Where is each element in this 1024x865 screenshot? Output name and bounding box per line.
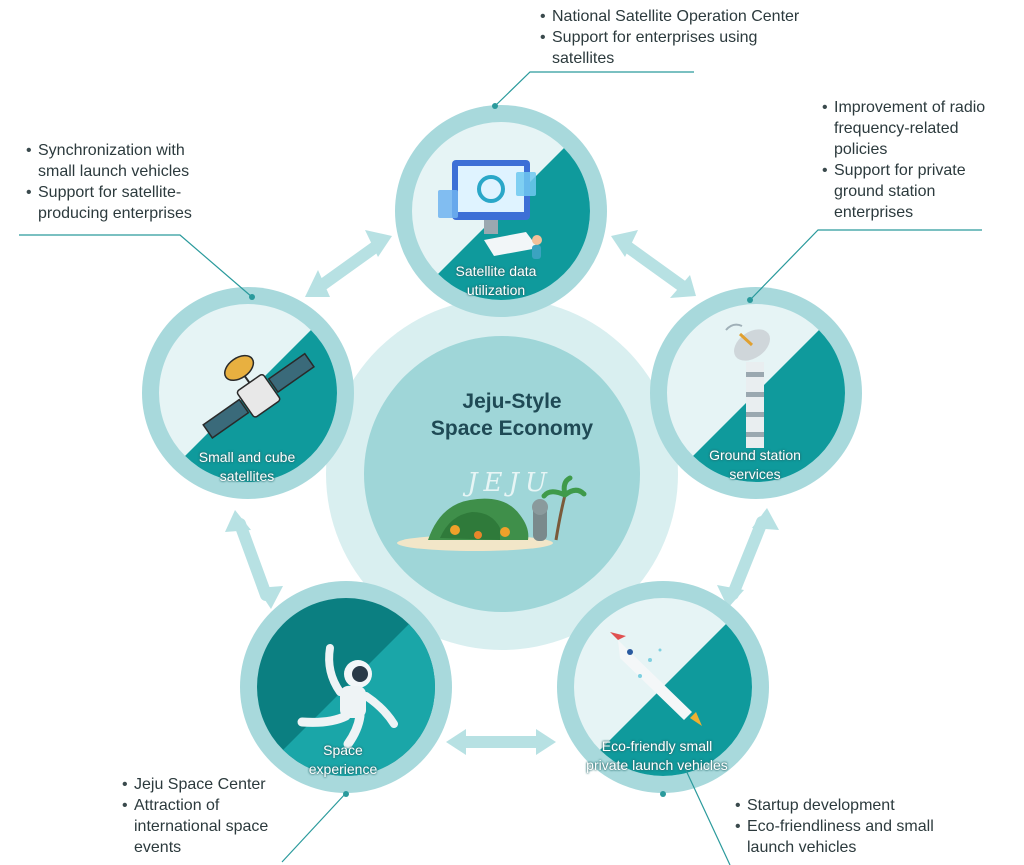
node-label-satellite-data: Satellite data utilization — [411, 262, 581, 300]
note-item: Improvement of radio frequency-related p… — [822, 97, 1004, 160]
note-item: Support for private ground station enter… — [822, 160, 994, 223]
node-label-launch-vehicles: Eco-friendly small private launch vehicl… — [572, 737, 742, 775]
note-item: Eco-friendliness and small launch vehicl… — [735, 816, 967, 858]
arrow-heads — [225, 230, 779, 755]
arrowhead — [305, 270, 330, 297]
node-label-space-experience: Space experience — [258, 741, 428, 779]
leader-dot — [343, 791, 349, 797]
note-item: Support for satellite-producing enterpri… — [26, 182, 223, 224]
node-launch-vehicles — [557, 581, 769, 793]
node-label-line2: satellites — [219, 468, 275, 484]
center-hub — [326, 298, 678, 650]
arrowhead — [225, 510, 251, 532]
arrowhead — [536, 729, 556, 755]
leader-satellite-data — [494, 71, 694, 107]
node-label-line1: Small and cube — [198, 449, 296, 465]
leader-dot — [660, 791, 666, 797]
leader-dots — [249, 103, 753, 797]
arrowhead — [752, 508, 779, 530]
arrowhead — [611, 230, 638, 257]
node-label-line2: utilization — [466, 282, 526, 298]
satellite-dish-tower-icon — [725, 323, 771, 448]
node-label-line2: private launch vehicles — [586, 757, 728, 773]
node-label-line1: Ground station — [709, 447, 801, 463]
node-space-experience — [240, 581, 452, 793]
arrow-left-bottom — [234, 518, 272, 601]
note-small-satellites: Synchronization with small launch vehicl… — [26, 140, 226, 224]
center-title-line1: Jeju-Style — [462, 390, 562, 413]
node-label-line2: experience — [308, 761, 378, 777]
satellite-icon — [202, 352, 315, 439]
arrow-top-left — [312, 239, 384, 294]
note-launch-vehicles: Startup development Eco-friendliness and… — [735, 795, 970, 858]
node-ground-station — [650, 287, 862, 499]
node-label-small-satellites: Small and cube satellites — [162, 448, 332, 486]
note-satellite-data: National Satellite Operation Center Supp… — [540, 6, 830, 69]
leader-ground-station — [749, 229, 982, 301]
arrowhead — [365, 230, 392, 257]
note-item: Attraction of international space events — [122, 795, 294, 858]
leader-launch-vehicles — [683, 765, 731, 865]
arrowhead — [670, 275, 696, 298]
leader-lines — [19, 71, 982, 865]
arrowhead — [717, 585, 744, 608]
arrowhead — [446, 729, 466, 755]
node-label-line1: Space — [323, 742, 363, 758]
node-label-line2: services — [729, 466, 781, 482]
note-item: National Satellite Operation Center — [540, 6, 830, 27]
leader-dot — [249, 294, 255, 300]
leader-dot — [747, 297, 753, 303]
node-label-line1: Satellite data — [455, 263, 537, 279]
arrowhead — [257, 586, 283, 609]
note-space-experience: Jeju Space Center Attraction of internat… — [122, 774, 297, 858]
note-ground-station: Improvement of radio frequency-related p… — [822, 97, 1012, 223]
jeju-island-illustration — [397, 475, 587, 551]
note-item: Support for enterprises using satellites — [540, 27, 792, 69]
jeju-emblem-text: JEJU — [467, 468, 553, 498]
node-label-line1: Eco-friendly small — [601, 738, 713, 754]
arrow-top-right — [619, 239, 688, 292]
leader-dot — [492, 103, 498, 109]
computer-monitor-icon — [438, 160, 542, 259]
arrow-right-bottom — [727, 516, 768, 600]
connector-arrows — [234, 239, 768, 748]
node-label-ground-station: Ground station services — [670, 446, 840, 484]
node-small-satellites — [142, 287, 354, 499]
node-satellite-data — [395, 105, 607, 317]
center-title: Jeju-Style Space Economy — [412, 388, 612, 442]
leader-small-satellites — [19, 234, 253, 298]
note-item: Startup development — [735, 795, 970, 816]
rocket-icon — [610, 632, 702, 726]
astronaut-icon — [297, 644, 398, 749]
note-item: Jeju Space Center — [122, 774, 297, 795]
note-item: Synchronization with small launch vehicl… — [26, 140, 218, 182]
center-title-line2: Space Economy — [430, 417, 594, 440]
